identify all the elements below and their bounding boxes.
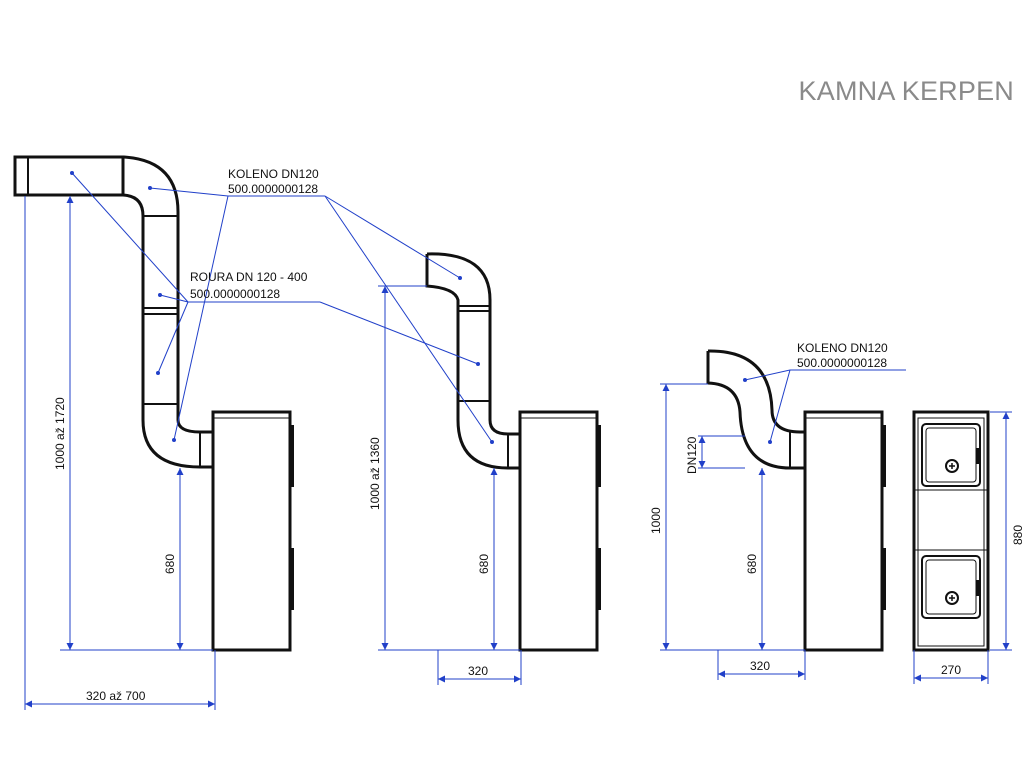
variant-2-stove [425, 252, 601, 652]
page-title: KAMNA KERPEN [798, 76, 1014, 106]
horizontal-pipe [13, 155, 125, 197]
dimension-lines [24, 196, 1012, 710]
dim-v3-pipe-diameter: DN120 [685, 436, 699, 474]
stove-handle [596, 548, 601, 610]
dim-v1-total-height: 1000 až 1720 [53, 397, 67, 470]
stove-handle [289, 425, 294, 487]
koleno-1-code: 500.0000000128 [228, 182, 318, 196]
dim-v2-connection-height: 680 [477, 554, 491, 574]
stove-handle [289, 548, 294, 610]
dim-v3-total-height: 1000 [649, 507, 663, 534]
front-body [912, 410, 990, 652]
lower-door [921, 555, 981, 619]
upper-door [921, 423, 981, 487]
dim-v3-width: 320 [750, 659, 770, 673]
dimension-labels: 1000 až 1720 680 320 až 700 1000 až 1360… [53, 397, 1024, 703]
upper-elbow [122, 155, 180, 218]
stove-body [211, 410, 292, 652]
front-view-stove [912, 410, 990, 652]
lower-elbow [141, 419, 213, 469]
roura-code: 500.0000000128 [190, 287, 280, 301]
door-knob [945, 459, 959, 473]
leader-lines [70, 171, 906, 444]
stove-handle [881, 548, 886, 610]
koleno-2-code: 500.0000000128 [797, 356, 887, 370]
door-knob [945, 591, 959, 605]
stove-handle [596, 425, 601, 487]
dim-v1-connection-height: 680 [163, 554, 177, 574]
dim-front-width: 270 [941, 663, 961, 677]
stove-body [518, 410, 599, 652]
variant-3-stove [706, 349, 886, 652]
roura-name: ROURA DN 120 - 400 [190, 270, 308, 284]
dim-v2-total-height: 1000 až 1360 [368, 437, 382, 510]
lower-elbow [456, 419, 520, 470]
stove-handle [881, 425, 886, 487]
upper-elbow [425, 252, 492, 306]
dim-v1-width: 320 až 700 [86, 689, 146, 703]
koleno-2-name: KOLENO DN120 [797, 341, 888, 355]
stove-body [803, 410, 884, 652]
koleno-1-name: KOLENO DN120 [228, 167, 319, 181]
dim-front-height: 880 [1011, 525, 1024, 545]
dim-v2-width: 320 [468, 664, 488, 678]
s-elbow [706, 349, 805, 470]
dim-v3-connection-height: 680 [745, 554, 759, 574]
part-labels: KOLENO DN120 500.0000000128 ROURA DN 120… [190, 167, 888, 370]
